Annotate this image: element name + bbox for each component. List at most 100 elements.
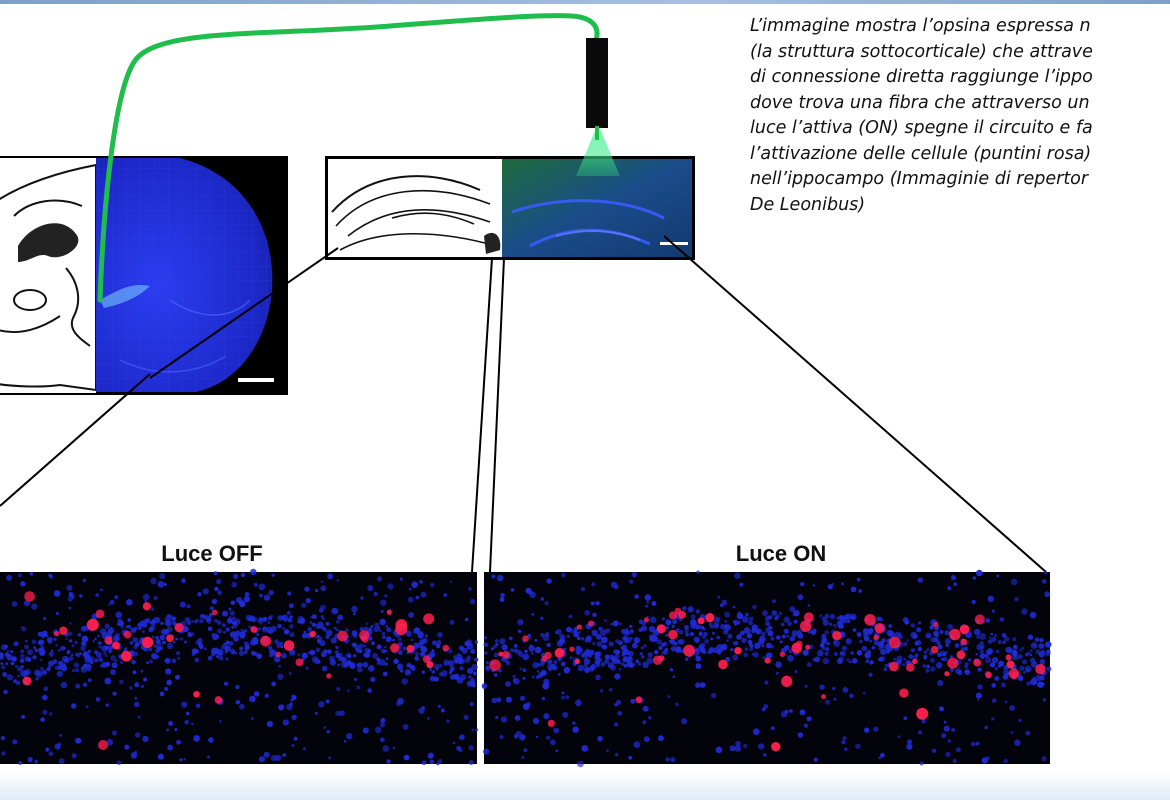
nucleus-dot <box>648 626 656 633</box>
nucleus-dot <box>491 647 494 651</box>
nucleus-dot <box>623 664 628 668</box>
nucleus-dot <box>152 654 159 660</box>
nucleus-dot <box>77 632 82 637</box>
nucleus-dot <box>747 639 753 645</box>
nucleus-dot <box>48 573 51 577</box>
nucleus-dot <box>615 649 620 655</box>
nucleus-dot <box>629 629 634 634</box>
nucleus-dot <box>127 618 131 622</box>
nucleus-dot <box>763 704 769 709</box>
nucleus-dot <box>947 739 951 743</box>
nucleus-dot <box>937 644 943 650</box>
nucleus-dot <box>732 654 739 661</box>
nucleus-dot <box>59 734 62 737</box>
active-cell-dot <box>121 650 132 662</box>
nucleus-dot <box>214 619 218 623</box>
nucleus-dot <box>186 604 191 609</box>
nucleus-dot <box>232 620 237 626</box>
nucleus-dot <box>540 669 547 676</box>
nucleus-dot <box>87 649 91 653</box>
nucleus-dot <box>429 651 435 657</box>
nucleus-dot <box>743 652 749 658</box>
nucleus-dot <box>561 691 565 695</box>
nucleus-dot <box>1001 632 1007 638</box>
nucleus-dot <box>184 719 189 725</box>
active-cell-dot <box>800 620 812 632</box>
nucleus-dot <box>274 639 279 644</box>
nucleus-dot <box>558 673 561 676</box>
nucleus-dot <box>3 689 8 695</box>
nucleus-dot <box>685 657 689 661</box>
nucleus-dot <box>420 591 427 598</box>
nucleus-dot <box>752 728 760 736</box>
nucleus-dot <box>696 570 700 574</box>
nucleus-dot <box>216 620 222 625</box>
nucleus-dot <box>665 647 669 651</box>
nucleus-dot <box>923 656 927 660</box>
nucleus-dot <box>1008 648 1014 654</box>
nucleus-dot <box>335 628 339 632</box>
nucleus-dot <box>546 578 552 584</box>
nucleus-dot <box>532 661 539 669</box>
nucleus-dot <box>41 694 48 701</box>
nucleus-dot <box>432 640 437 646</box>
nucleus-dot <box>638 628 643 632</box>
active-cell-dot <box>864 614 876 626</box>
nucleus-dot <box>110 626 113 630</box>
nucleus-dot <box>468 587 472 591</box>
zoom-line <box>0 373 151 507</box>
nucleus-dot <box>971 599 976 605</box>
nucleus-dot <box>27 649 34 656</box>
nucleus-dot <box>466 655 471 660</box>
nucleus-dot <box>568 628 575 634</box>
nucleus-dot <box>889 631 896 639</box>
nucleus-dot <box>694 648 700 653</box>
nucleus-dot <box>151 635 155 639</box>
figure-caption: L’immagine mostra l’opsina espressa n (l… <box>750 14 1170 218</box>
nucleus-dot <box>39 659 43 662</box>
nucleus-dot <box>979 653 985 660</box>
nucleus-dot <box>614 722 619 727</box>
nucleus-dot <box>274 656 281 663</box>
nucleus-dot <box>534 639 538 642</box>
nucleus-dot <box>282 627 286 630</box>
nucleus-dot <box>431 670 436 674</box>
nucleus-dot <box>98 645 102 649</box>
nucleus-dot <box>658 645 663 651</box>
nucleus-dot <box>776 635 781 640</box>
nucleus-dot <box>15 680 21 686</box>
nucleus-dot <box>172 616 176 621</box>
hippo-atlas-line <box>347 209 491 237</box>
luce-off-label: Luce OFF <box>161 541 263 566</box>
nucleus-dot <box>990 636 997 643</box>
nucleus-dot <box>536 670 540 673</box>
nucleus-dot <box>269 648 276 656</box>
nucleus-dot <box>208 612 214 617</box>
nucleus-dot <box>541 696 546 701</box>
nucleus-dot <box>318 701 325 708</box>
nucleus-dot <box>336 687 341 691</box>
nucleus-dot <box>268 589 274 596</box>
nucleus-dot <box>436 762 440 766</box>
nucleus-dot <box>258 756 266 763</box>
nucleus-dot <box>235 684 240 690</box>
nucleus-dot <box>364 626 368 631</box>
nucleus-dot <box>353 677 358 682</box>
nucleus-dot <box>780 622 785 627</box>
nucleus-dot <box>278 704 285 711</box>
nucleus-dot <box>575 699 582 707</box>
nucleus-dot <box>1044 591 1051 598</box>
nucleus-dot <box>529 644 533 648</box>
nucleus-dot <box>268 645 272 650</box>
nucleus-dot <box>20 649 25 654</box>
nucleus-dot <box>321 665 328 672</box>
nucleus-dot <box>758 743 765 750</box>
nucleus-dot <box>127 624 132 629</box>
nucleus-dot <box>868 672 873 677</box>
nucleus-dot <box>690 614 696 619</box>
nucleus-dot <box>703 631 708 637</box>
nucleus-dot <box>653 630 659 637</box>
nucleus-dot <box>991 698 997 703</box>
nucleus-dot <box>695 663 702 669</box>
nucleus-dot <box>1021 647 1024 650</box>
